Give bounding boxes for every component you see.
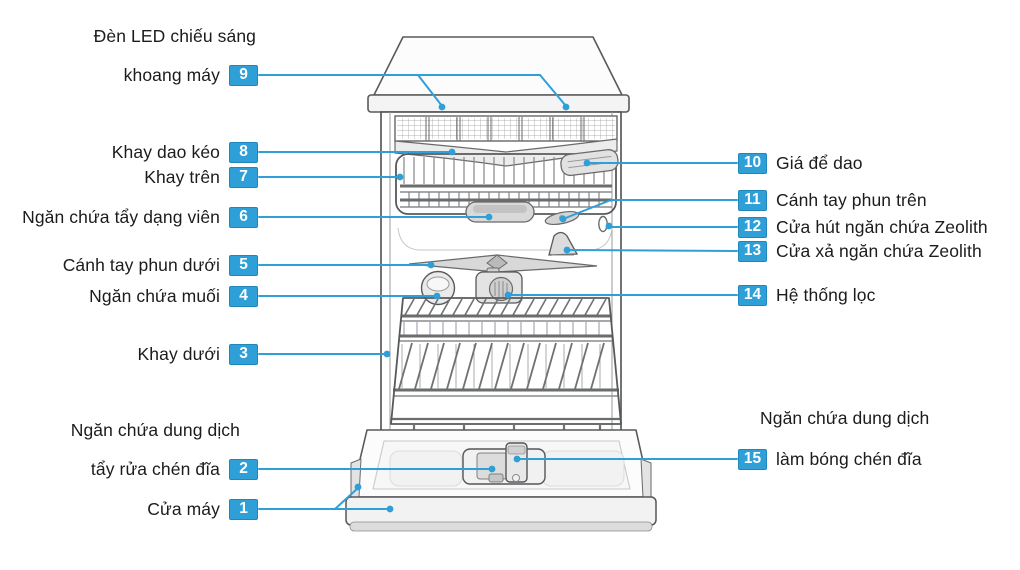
callout-13: 13 Cửa xả ngăn chứa Zeolith [738,240,982,262]
door-hinge-left [350,458,362,498]
lower-rack [390,297,622,446]
lower-spray-arm [408,254,598,273]
leader-dots [354,103,613,513]
dispenser-unit [462,442,546,485]
door-front-panel [345,496,657,532]
callout-15: 15 làm bóng chén đĩa [738,448,922,470]
callout-2: tẩy rửa chén đĩa 2 [91,458,258,480]
callout-6-label: Ngăn chứa tẩy dạng viên [22,207,220,227]
callout-14-badge: 14 [738,284,767,306]
callout-15-label: làm bóng chén đĩa [776,449,922,469]
callout-5-badge: 5 [229,254,258,276]
callout-8: Khay dao kéo 8 [112,141,258,163]
callout-4-label: Ngăn chứa muối [89,286,220,306]
callout-10: 10 Giá để dao [738,152,863,174]
leader-lines [258,74,738,510]
callout-9-badge: 9 [229,64,258,86]
callout-6-badge: 6 [229,206,258,228]
cutlery-tray [394,115,618,167]
callout-15-badge: 15 [738,448,767,470]
callout-2-badge: 2 [229,458,258,480]
zeolith-intake-port [598,215,608,233]
callout-11-label: Cánh tay phun trên [776,190,927,210]
callout-12-label: Cửa hút ngăn chứa Zeolith [776,217,988,237]
callout-14-label: Hệ thống lọc [776,285,876,305]
callout-6: Ngăn chứa tẩy dạng viên 6 [22,206,258,228]
callout-5-label: Cánh tay phun dưới [62,255,220,275]
callout-14: 14 Hệ thống lọc [738,284,875,306]
callout-13-label: Cửa xả ngăn chứa Zeolith [776,241,982,261]
callout-9-label-line1: Đèn LED chiếu sáng [93,26,256,46]
callout-4-badge: 4 [229,285,258,307]
tablet-tray [465,201,535,223]
callout-7-badge: 7 [229,166,258,188]
callout-8-label: Khay dao kéo [111,142,220,162]
callout-13-badge: 13 [738,240,767,262]
callout-10-badge: 10 [738,152,767,174]
callout-8-badge: 8 [229,141,258,163]
callout-3-label: Khay dưới [137,344,220,364]
callout-15-label-line1: Ngăn chứa dung dịch [760,408,930,428]
door-hinge-right [640,458,652,498]
tub-back-wall [397,227,613,251]
callout-12-badge: 12 [738,216,767,238]
callout-9-label: khoang máy [123,65,220,85]
callout-1-badge: 1 [229,498,258,520]
callout-1-label: Cửa máy [147,499,220,519]
callout-4: Ngăn chứa muối 4 [89,285,258,307]
callout-11: 11 Cánh tay phun trên [738,189,927,211]
callout-11-badge: 11 [738,189,767,211]
callout-1: Cửa máy 1 [147,498,258,520]
callout-3: Khay dưới 3 [138,343,258,365]
callout-2-label-line1: Ngăn chứa dung dịch [70,420,240,440]
callout-10-label: Giá để dao [776,153,863,173]
callout-12: 12 Cửa hút ngăn chứa Zeolith [738,216,988,238]
callout-7: Khay trên 7 [144,166,258,188]
callout-2-label: tẩy rửa chén đĩa [90,459,220,479]
callout-7-label: Khay trên [144,167,220,187]
callout-9: khoang máy 9 [124,64,258,86]
callout-3-badge: 3 [229,343,258,365]
cutlery-tray-front-rail [394,138,618,167]
callout-5: Cánh tay phun dưới 5 [63,254,258,276]
